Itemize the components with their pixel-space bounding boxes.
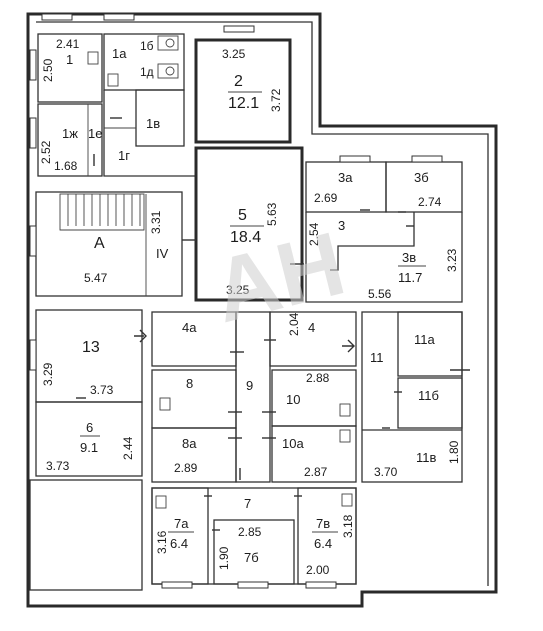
room-1e-number: 1е (88, 126, 102, 141)
room-6-area: 9.1 (80, 440, 98, 455)
room-1zh-wall (37, 103, 103, 177)
room-3-number: 3 (338, 218, 345, 233)
room-11v-number: 11в (416, 450, 436, 465)
room-1g-number: 1г (118, 148, 130, 163)
room-13-width: 3.73 (90, 383, 114, 397)
room-7v-number: 7в (316, 516, 330, 531)
windows (29, 13, 443, 589)
room-1-wall (37, 33, 103, 103)
room-3v-width: 5.56 (368, 287, 392, 301)
room-A-wall (35, 191, 183, 297)
room-5-height: 5.63 (265, 202, 279, 226)
room-7a-area: 6.4 (170, 536, 188, 551)
room-6-width: 3.73 (46, 459, 70, 473)
room-1zh-height: 1.68 (54, 159, 78, 173)
room-4a-number: 4а (182, 320, 197, 335)
room-3v-area: 11.7 (398, 270, 422, 285)
room-3b-number: 3б (414, 170, 429, 185)
room-7b-height: 1.90 (217, 546, 231, 570)
room-8-wall (151, 369, 237, 429)
room-1v-number: 1в (146, 116, 160, 131)
sink-icon (87, 51, 353, 509)
room-3-height: 2.54 (307, 222, 321, 246)
room-1v-wall (135, 89, 185, 147)
room-7b-number: 7б (244, 550, 259, 565)
room-7-width: 2.85 (238, 525, 262, 539)
room-11a-wall (397, 311, 463, 377)
room-8-number: 8 (186, 376, 193, 391)
room-3a-number: 3а (338, 170, 353, 185)
room-10a-width: 2.87 (304, 465, 328, 479)
room-13-wall (35, 309, 143, 403)
room-1-width: 2.41 (56, 37, 80, 51)
room-3b-width: 2.74 (418, 195, 442, 209)
room-11a-number: 11а (414, 332, 435, 347)
room-7a-height: 3.16 (155, 530, 169, 554)
room-4-height: 2.04 (287, 312, 301, 336)
room-11b-wall (397, 377, 463, 429)
bottom-left-wall (29, 479, 143, 591)
room-5-wall (194, 146, 304, 302)
inner-contour (36, 21, 489, 586)
room-11v-width: 3.70 (374, 465, 398, 479)
room-10a-wall (271, 425, 357, 483)
room-1d-number: 1д (140, 65, 154, 79)
room-A-number: А (94, 235, 105, 252)
room-11v-height: 1.80 (447, 440, 461, 464)
room-2-area: 12.1 (228, 95, 259, 112)
room-A-height: 3.31 (149, 210, 163, 234)
room-13-height: 3.29 (41, 362, 55, 386)
room-A-width: 5.47 (84, 271, 108, 285)
room-1zh-width: 2.52 (39, 140, 53, 164)
room-7v-width: 2.00 (306, 563, 330, 577)
room-1g-wall (103, 90, 196, 177)
room-10-number: 10 (286, 392, 300, 407)
room-6-number: 6 (86, 420, 93, 435)
room-1-number: 1 (66, 52, 73, 67)
room-4-number: 4 (308, 320, 315, 335)
room-10a-number: 10а (282, 436, 304, 451)
room-1-height: 2.50 (41, 58, 55, 82)
room-8a-number: 8а (182, 436, 197, 451)
room-1zh-number: 1ж (62, 126, 78, 141)
stairs-icon (67, 194, 141, 226)
room-3v-height: 3.23 (445, 248, 459, 272)
room-11b-number: 11б (418, 388, 439, 403)
room-2-number: 2 (234, 73, 243, 90)
room-IV-number: IV (156, 246, 169, 261)
room-1a-number: 1а (112, 46, 127, 61)
room-5-width: 3.25 (226, 283, 250, 297)
outer-wall (26, 12, 498, 608)
room-3v-wall (305, 212, 463, 303)
room-5-number: 5 (238, 207, 247, 224)
room-7v-area: 6.4 (314, 536, 332, 551)
room-9-number: 9 (246, 378, 253, 393)
room-9-wall (235, 311, 271, 483)
room-3a-width: 2.69 (314, 191, 338, 205)
room-3v-number: 3в (402, 250, 416, 265)
room-1b-number: 1б (140, 39, 154, 53)
toilet-icon (157, 35, 179, 79)
room-7-number: 7 (244, 496, 251, 511)
room-13-number: 13 (82, 339, 100, 356)
room-7a-number: 7а (174, 516, 189, 531)
room-2-width: 3.25 (222, 47, 246, 61)
doors (76, 117, 470, 531)
room-8a-width: 2.89 (174, 461, 198, 475)
watermark-logo: AH (204, 214, 354, 342)
room-6-wall (35, 401, 143, 477)
room-5-area: 18.4 (230, 229, 261, 246)
room-4-width: 2.88 (306, 371, 330, 385)
room-11-number: 11 (370, 350, 384, 365)
stairs-box (59, 193, 145, 231)
room-7v-height: 3.18 (341, 514, 355, 538)
room-2-height: 3.72 (269, 88, 283, 112)
partition-1e (87, 104, 136, 176)
room-6-height: 2.44 (121, 436, 135, 460)
